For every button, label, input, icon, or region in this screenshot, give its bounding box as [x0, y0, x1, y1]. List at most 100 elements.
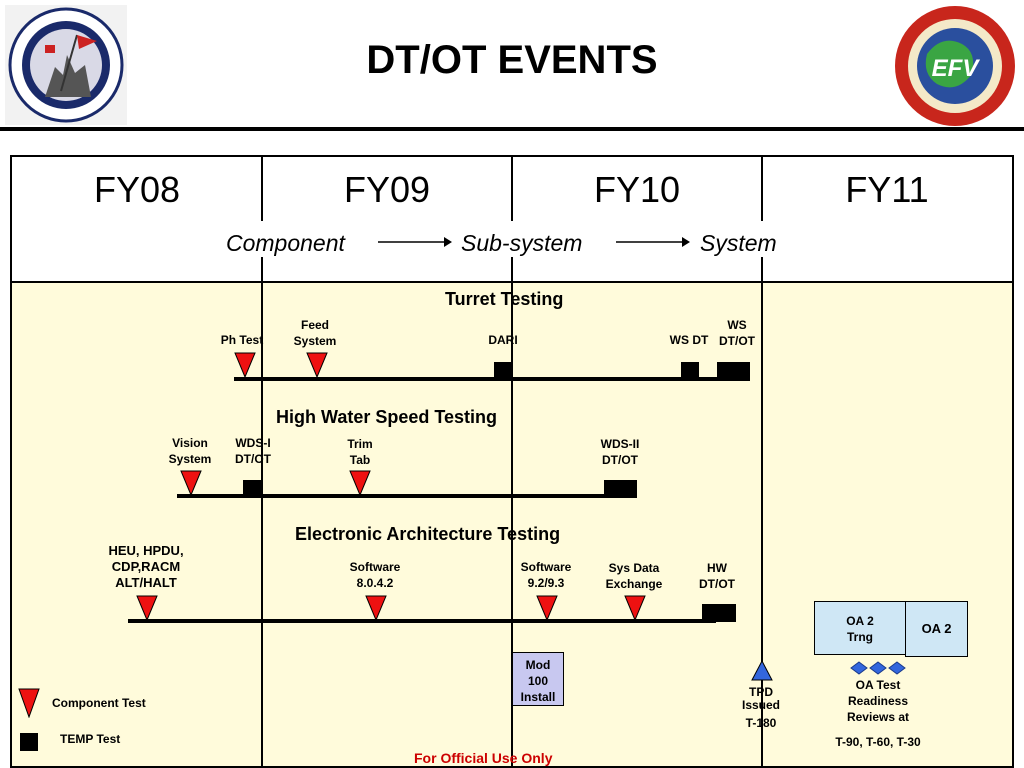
fy09-label: FY09: [343, 169, 431, 210]
footer-classification: For Official Use Only: [414, 750, 553, 766]
flow-system: System: [700, 230, 777, 256]
component-test-triangle-icon: [180, 470, 202, 496]
heu-line-2: CDP,RACM: [111, 559, 181, 574]
reviews-line-2: Readiness: [847, 694, 909, 708]
component-test-triangle-icon: [306, 352, 328, 378]
wds-ii-dtot-label: WDS-II DT/OT: [593, 436, 647, 468]
vision-system-label: Vision System: [160, 435, 220, 467]
sys-data-exchange-label: Sys Data Exchange: [596, 560, 672, 592]
pro-land-systems-logo-icon: [5, 5, 127, 125]
fy11-label: FY11: [845, 169, 929, 210]
turret-timeline: [234, 377, 750, 381]
fy-divider: [761, 157, 763, 221]
ph-test-label: Ph Test: [220, 333, 264, 347]
oa-review-times-label: T-90, T-60, T-30: [835, 735, 921, 749]
fy-divider: [511, 157, 513, 221]
trim-tab-label: Trim Tab: [335, 436, 385, 468]
tpd-line-2: Issued: [741, 698, 780, 712]
sw1-line-2: 8.0.4.2: [356, 576, 394, 590]
tpd-t180-label: T-180: [745, 716, 777, 730]
water-speed-timeline: [177, 494, 637, 498]
fy-divider: [261, 257, 263, 766]
turret-testing-title: Turret Testing: [445, 289, 564, 309]
fy08-label: FY08: [93, 169, 181, 210]
electronic-architecture-testing-title: Electronic Architecture Testing: [295, 524, 561, 544]
oa-readiness-reviews-label: OA Test Readiness Reviews at: [828, 677, 928, 725]
legend-component-triangle-icon: [18, 688, 40, 718]
component-test-triangle-icon: [536, 595, 558, 621]
temp-test-square-icon: [717, 362, 750, 380]
software-8042-label: Software 8.0.4.2: [340, 559, 410, 591]
heu-line-3: ALT/HALT: [115, 575, 177, 590]
review-diamonds-icon: [850, 661, 906, 675]
fy10-label: FY10: [593, 169, 681, 210]
component-test-triangle-icon: [365, 595, 387, 621]
sw2-line-2: 9.2/9.3: [527, 576, 565, 590]
header-divider: [0, 127, 1024, 131]
flow-component: Component: [226, 230, 345, 256]
oa-training-line-1: OA 2: [846, 614, 874, 628]
hw-line-1: HW: [707, 561, 727, 575]
efv-logo-text: EFV: [932, 55, 981, 82]
trim-line-2: Tab: [349, 453, 371, 467]
fy-divider: [761, 257, 763, 766]
oa2-box: OA 2: [905, 601, 968, 657]
sys-line-2: Exchange: [605, 577, 663, 591]
mod-line-1: Mod: [525, 658, 551, 672]
oa-training-line-2: Trng: [847, 630, 873, 644]
reviews-line-1: OA Test: [855, 678, 901, 692]
temp-test-square-icon: [702, 604, 736, 622]
oa2-training-box: OA 2 Trng: [814, 601, 906, 655]
sys-line-1: Sys Data: [608, 561, 660, 575]
tpd-marker-icon: [751, 660, 773, 681]
temp-test-square-icon: [681, 362, 699, 380]
wdsii-line-1: WDS-II: [600, 437, 640, 451]
mod-line-3: Install: [520, 690, 556, 704]
temp-test-square-icon: [604, 480, 637, 498]
component-test-triangle-icon: [624, 595, 646, 621]
mod-100-install-box: Mod 100 Install: [512, 652, 564, 706]
fy-divider: [261, 157, 263, 221]
vision-line-1: Vision: [172, 436, 208, 450]
ws-dtot-line-1: WS: [727, 318, 747, 332]
ws-dt-label: WS DT: [669, 333, 709, 347]
fy-divider: [511, 257, 513, 766]
vision-line-2: System: [168, 452, 212, 466]
ws-dtot-line-2: DT/OT: [719, 334, 755, 348]
flow-arrow-icon: [616, 237, 690, 247]
sw1-line-1: Software: [349, 560, 401, 574]
tpd-line-1: TPD: [749, 685, 773, 699]
heu-label: HEU, HPDU, CDP,RACM ALT/HALT: [96, 543, 196, 591]
ws-dtot-label: WS DT/OT: [714, 317, 760, 349]
trim-line-1: Trim: [347, 437, 373, 451]
hw-line-2: DT/OT: [699, 577, 735, 591]
electronic-timeline: [128, 619, 716, 623]
legend-temp-square-icon: [20, 733, 38, 751]
legend-component-label: Component Test: [52, 696, 146, 710]
flow-subsystem: Sub-system: [461, 230, 583, 256]
efv-usmc-seal-icon: EFV: [895, 6, 1015, 126]
feed-line-1: Feed: [300, 318, 329, 332]
temp-test-square-icon: [494, 362, 512, 380]
feed-line-2: System: [293, 334, 337, 348]
wds-i-dtot-label: WDS-I DT/OT: [226, 435, 280, 467]
feed-system-label: Feed System: [285, 317, 345, 349]
component-test-triangle-icon: [136, 595, 158, 621]
component-test-triangle-icon: [349, 470, 371, 496]
water-speed-testing-title: High Water Speed Testing: [276, 407, 498, 427]
component-test-triangle-icon: [234, 352, 256, 378]
software-9293-label: Software 9.2/9.3: [511, 559, 581, 591]
reviews-line-3: Reviews at: [846, 710, 910, 724]
mod-line-2: 100: [527, 674, 549, 688]
legend-temp-label: TEMP Test: [60, 732, 121, 746]
wdsi-line-1: WDS-I: [235, 436, 271, 450]
heu-line-1: HEU, HPDU,: [108, 543, 184, 558]
page-title: DT/OT EVENTS: [366, 38, 658, 82]
hw-dtot-label: HW DT/OT: [692, 560, 742, 592]
wdsii-line-2: DT/OT: [602, 453, 638, 467]
flow-arrow-icon: [378, 237, 452, 247]
wdsi-line-2: DT/OT: [235, 452, 271, 466]
tpd-issued-label: TPD Issued: [731, 686, 791, 712]
temp-test-square-icon: [243, 480, 261, 498]
sw2-line-1: Software: [520, 560, 572, 574]
